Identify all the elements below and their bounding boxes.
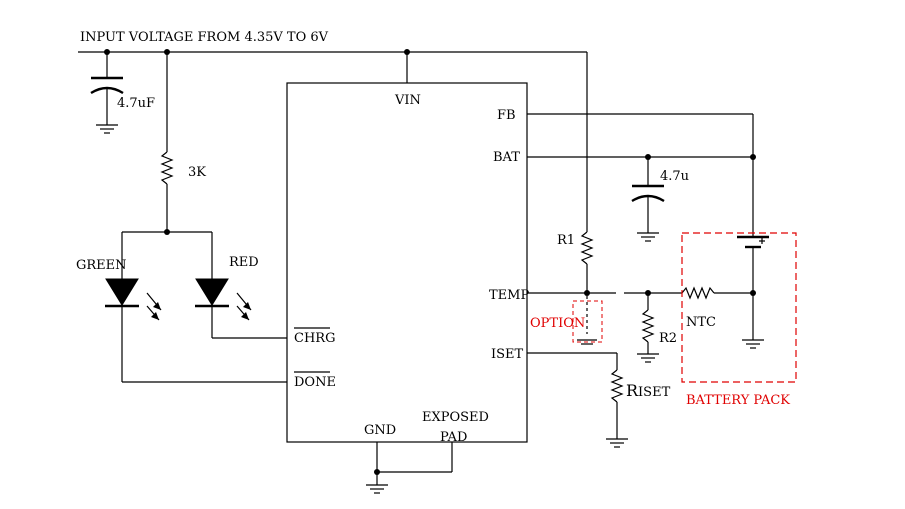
pin-gnd: GND — [364, 423, 396, 438]
ground-icon — [366, 484, 388, 494]
input-voltage-title: INPUT VOLTAGE FROM 4.35V TO 6V — [80, 30, 329, 45]
pin-bat: BAT — [493, 150, 520, 165]
ground-icon — [606, 438, 628, 448]
charger-ic — [286, 82, 528, 443]
riset-label: RISET — [626, 381, 671, 400]
ground-icon — [96, 124, 118, 134]
ground-icon — [742, 339, 764, 349]
green-led-icon — [105, 278, 162, 382]
battery-icon — [737, 235, 769, 349]
r1-label: R1 — [557, 233, 575, 248]
pin-temp: TEMP — [489, 288, 529, 303]
green-led-label: GREEN — [76, 258, 127, 273]
r2-label: R2 — [659, 331, 677, 346]
battery-capacitor — [631, 157, 665, 242]
option-jumper — [572, 296, 603, 345]
red-led-label: RED — [229, 255, 259, 270]
input-capacitor — [90, 52, 124, 134]
r2-resistor — [637, 293, 659, 363]
battery-capacitor-label: 4.7u — [660, 169, 689, 184]
ground-icon — [637, 232, 659, 242]
led-resistor — [160, 52, 174, 235]
riset-resistor — [527, 352, 628, 448]
led-branch — [121, 231, 213, 279]
red-led-icon — [195, 278, 252, 338]
option-label: OPTION — [530, 316, 585, 331]
ground-icon — [637, 353, 659, 363]
led-resistor-label: 3K — [188, 165, 206, 180]
pin-exposed: EXPOSED — [422, 410, 489, 425]
pin-chrg: CHRG — [294, 331, 335, 346]
pin-fb: FB — [497, 108, 516, 123]
pin-vin: VIN — [394, 93, 421, 108]
battery-pack-outline — [681, 232, 797, 383]
status-wires — [122, 337, 287, 383]
input-capacitor-label: 4.7uF — [117, 96, 155, 111]
pin-iset: ISET — [491, 347, 524, 362]
temp-wires — [527, 290, 682, 296]
pin-done: DONE — [294, 375, 336, 390]
ntc-label: NTC — [686, 315, 716, 330]
fb-bat-wires — [527, 113, 756, 237]
pin-pad: PAD — [440, 430, 467, 445]
chip-ground — [366, 442, 453, 494]
riset-label-prefix: R — [626, 381, 639, 400]
riset-label-suffix: ISET — [638, 385, 671, 400]
ntc-thermistor — [681, 286, 756, 300]
battery-pack-label: BATTERY PACK — [686, 393, 790, 408]
r1-resistor — [580, 231, 594, 296]
